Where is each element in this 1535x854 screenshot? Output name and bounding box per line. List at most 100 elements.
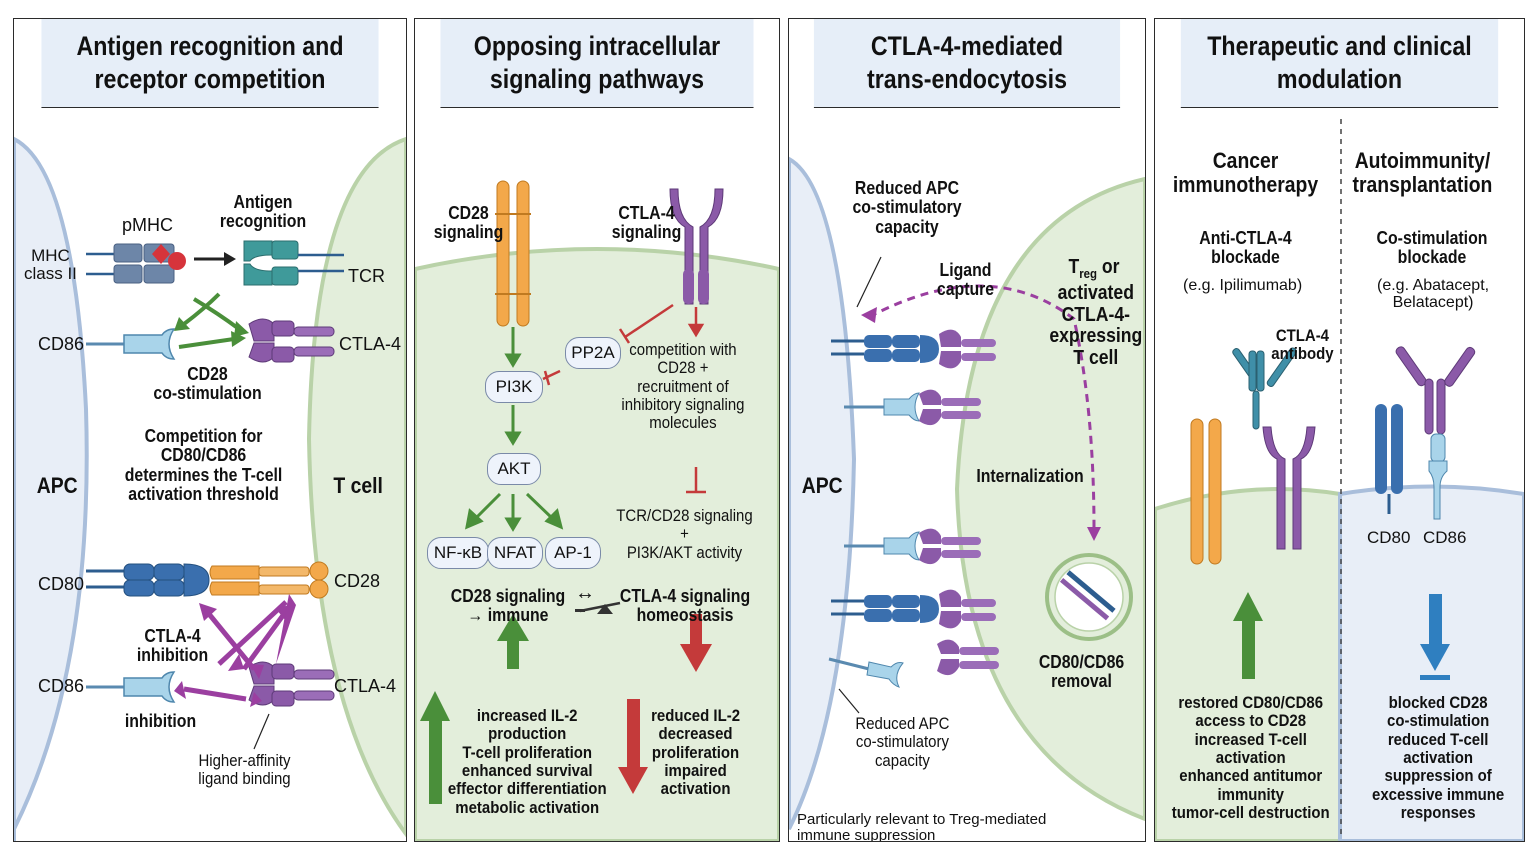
note-text: Particularly relevant to Treg-mediated i… — [797, 811, 1047, 842]
competition-label: Competition for CD80/CD86 determines the… — [124, 426, 283, 505]
inhibition-label: inhibition — [124, 711, 197, 731]
increased-effects-text: increased IL-2 production T-cell prolife… — [447, 706, 607, 817]
treg-t: T — [1068, 256, 1080, 278]
ctla4-signaling-receptor — [669, 188, 724, 305]
panel-2-title: Opposing intracellular signaling pathway… — [440, 19, 754, 108]
internalization-label: Internalization — [976, 466, 1084, 486]
cd86-bottom-ligand — [86, 671, 176, 703]
treg-label: Treg or — [1068, 256, 1120, 281]
big-arrows — [420, 614, 712, 804]
nfat-node: NFAT — [487, 537, 543, 569]
panel-3-title: CTLA-4-mediated trans-endocytosis — [813, 19, 1121, 108]
cd86-label: CD86 — [1423, 528, 1467, 547]
apc-label: APC — [801, 473, 843, 498]
ap1-node: AP-1 — [545, 537, 601, 569]
tcell-shape — [954, 176, 1145, 822]
pp2a-node: PP2A — [565, 337, 621, 369]
cd86-ctla4-complex-2 — [844, 528, 981, 565]
pi3k-node: PI3K — [485, 371, 543, 403]
cd80-ctla4-complex-1 — [831, 329, 996, 369]
balance-scale-icon — [575, 601, 621, 614]
balance-arrow: ↔ — [575, 582, 595, 604]
reduced-capacity-bottom-label: Reduced APC co-stimulatory capacity — [855, 714, 950, 770]
tcell-label: T cell — [333, 473, 383, 498]
removal-label: CD80/CD86 removal — [1038, 652, 1125, 692]
panel-signaling-pathways: Opposing intracellular signaling pathway… — [414, 18, 780, 842]
ctla4-receptor-left — [1262, 426, 1316, 550]
cd80-right — [1375, 404, 1403, 514]
panel-4-diagram — [1155, 119, 1524, 841]
cd86-bottom-label: CD86 — [38, 676, 85, 696]
tcr-label: TCR — [348, 266, 385, 286]
panel-4-body: Cancer immunotherapy Autoimmunity/ trans… — [1155, 109, 1524, 841]
panel-1-body: pMHC Antigen recognition MHC class II TC… — [14, 109, 406, 841]
ctla4-antibody-icon — [1232, 347, 1297, 430]
pmhc-label: pMHC — [122, 215, 174, 235]
free-cd86-ligand — [828, 657, 904, 688]
balance-right-label: CTLA-4 signaling homeostasis — [619, 586, 751, 626]
cd86-top-label: CD86 — [38, 334, 85, 354]
tcr-receptor — [243, 240, 344, 286]
cd28-label: CD28 — [334, 571, 381, 591]
cd86-top-ligand — [86, 328, 176, 360]
tcr-cd28-activity-text: TCR/CD28 signaling + PI3K/AKT activity — [616, 506, 753, 562]
activated-tcell-label: activated CTLA-4- expressing T cell — [1049, 282, 1143, 369]
treg-rest: or — [1097, 256, 1120, 278]
ctla4-inhibition-label: CTLA-4 inhibition — [136, 626, 209, 666]
ctla4-top-label: CTLA-4 — [339, 334, 402, 354]
competition-text: competition with CD28 + recruitment of i… — [621, 340, 745, 433]
restored-effects-text: restored CD80/CD86 access to CD28 increa… — [1171, 693, 1330, 823]
panel-2-body: CD28 signaling CTLA-4 signaling PP2A PI3… — [415, 109, 779, 841]
akt-node: AKT — [487, 453, 541, 485]
costim-arrows — [174, 292, 249, 349]
cd86-right — [1428, 460, 1448, 520]
tcell-shape — [306, 136, 406, 838]
cd80-ctla4-complex-2 — [831, 589, 996, 629]
ctla4-antibody-label: CTLA-4 antibody — [1271, 326, 1334, 364]
anti-ctla4-label: Anti-CTLA-4 blockade — [1199, 228, 1292, 268]
panel-3-diagram — [789, 156, 1145, 830]
costim-blockade-label: Co-stimulation blockade — [1376, 228, 1488, 268]
panel-1-diagram — [14, 136, 406, 841]
treg-sub: reg — [1079, 266, 1098, 281]
panel-receptor-competition: Antigen recognition and receptor competi… — [13, 18, 407, 842]
antigen-recognition-label: Antigen recognition — [219, 192, 307, 232]
panel-1-title: Antigen recognition and receptor competi… — [41, 19, 379, 108]
big-blue-down-arrow — [1420, 594, 1450, 680]
inhibition-arrows — [183, 600, 288, 702]
internalization-arrow — [868, 284, 1096, 530]
internalized-complex — [1059, 570, 1116, 621]
cd28-receptor — [209, 561, 329, 599]
big-green-up-arrow — [1233, 592, 1263, 679]
panel-3-body: Reduced APC co-stimulatory capacity Liga… — [789, 109, 1145, 841]
cancer-heading: Cancer immunotherapy — [1172, 148, 1319, 197]
cd80-label: CD80 — [38, 574, 85, 594]
nfkb-node: NF-κB — [427, 537, 489, 569]
mhc-class-ii-receptor — [86, 243, 186, 284]
free-ctla4-receptor — [937, 639, 999, 676]
apc-label: APC — [36, 473, 78, 498]
ligand-capture-label: Ligand capture — [936, 260, 995, 300]
cd80-label: CD80 — [1367, 528, 1411, 547]
cd28-signaling-receptor — [495, 180, 531, 327]
reduced-capacity-top-label: Reduced APC co-stimulatory capacity — [852, 178, 962, 237]
panel-therapeutic-modulation: Therapeutic and clinical modulation — [1154, 18, 1525, 842]
ctla4-bottom-label: CTLA-4 — [334, 676, 397, 696]
abatacept-label: (e.g. Abatacept, Belatacept) — [1377, 277, 1490, 312]
cd86-ctla4-complex-1 — [844, 389, 981, 426]
higher-affinity-label: Higher-affinity ligand binding — [198, 751, 291, 789]
blocked-effects-text: blocked CD28 co-stimulation reduced T-ce… — [1372, 693, 1505, 823]
cd80-ligand — [86, 563, 210, 597]
cd28-signaling-label: CD28 signaling — [433, 203, 504, 243]
apc-cell-shape — [14, 136, 89, 841]
fusion-antibody-icon — [1395, 346, 1476, 463]
reduced-effects-text: reduced IL-2 decreased proliferation imp… — [651, 706, 741, 799]
balance-left-label: CD28 signaling → immune — [450, 586, 566, 626]
ctla4-top-receptor — [248, 318, 335, 363]
panel-4-title: Therapeutic and clinical modulation — [1180, 19, 1499, 108]
ctla4-signaling-label: CTLA-4 signaling — [611, 203, 682, 243]
panel-trans-endocytosis: CTLA-4-mediated trans-endocytosis — [788, 18, 1146, 842]
ipilimumab-label: (e.g. Ipilimumab) — [1183, 277, 1303, 294]
mhc-class-ii-label: MHC class II — [24, 246, 77, 284]
cd28-costim-label: CD28 co-stimulation — [153, 364, 262, 404]
